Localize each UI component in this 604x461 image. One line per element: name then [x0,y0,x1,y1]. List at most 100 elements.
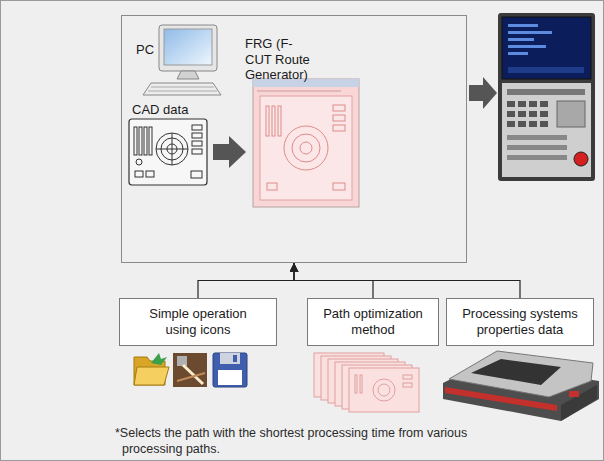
laser-icon [177,356,187,366]
save-icon [213,353,247,387]
cnc-controller [557,101,585,127]
software-screenshot [278,106,281,136]
cad-panel-drawing [129,119,207,185]
cnc-controller [508,52,528,55]
cnc-controller [529,111,537,117]
software-screenshot [260,96,352,200]
save-icon [218,370,242,385]
pc-icon [148,91,217,92]
input-box: Path optimization method [307,298,439,346]
text-holder: PC [136,42,160,58]
cad-panel-drawing [129,119,207,185]
cad-panel-drawing [192,125,202,130]
cad-panel-drawing [191,171,202,178]
box-label: Path optimization method [315,306,431,337]
pc-icon [164,29,212,65]
route-sheets [355,375,357,393]
software-screenshot [257,91,341,92]
cad-panel-drawing [146,171,154,177]
software-screenshot [272,106,275,136]
laser-machine [443,351,599,421]
flow-arrow [213,136,246,168]
cnc-controller [507,121,515,127]
software-screenshot [253,79,359,207]
software-screenshot [333,105,345,111]
connector [198,263,294,298]
cnc-controller [529,101,537,107]
cnc-controller [518,111,526,117]
pc-icon [177,71,199,79]
cnc-controller [540,111,548,117]
cnc-controller [507,145,567,150]
cnc-controller [507,101,515,107]
software-screenshot [292,134,320,162]
cad-panel-drawing [139,127,142,155]
component-label: FRG (F-CUT Route Generator) [245,36,350,83]
input-box: Simple operation using icons [119,298,277,346]
laser-machine [445,387,557,411]
folder-icon [151,353,167,365]
software-screenshot [300,142,312,154]
cnc-controller [502,17,591,79]
cad-panel-drawing [172,133,173,165]
save-icon [213,353,247,387]
cnc-controller [529,121,537,127]
folder-icon [134,353,169,385]
cnc-controller [508,45,546,48]
software-screenshot [253,79,359,207]
laser-icon [173,353,207,387]
software-screenshot [284,126,328,170]
footnote: *Selects the path with the shortest proc… [115,425,487,457]
cnc-controller [518,101,526,107]
cnc-controller [540,101,548,107]
cad-panel-drawing [156,133,188,165]
input-box: Processing systems properties data [446,298,594,346]
cnc-controller [508,24,538,27]
cad-panel-drawing [136,159,142,165]
cnc-controller [507,155,567,160]
pc-icon [143,25,221,95]
component-label: PC [136,42,160,58]
route-sheets [349,368,419,412]
cnc-controller [508,67,584,73]
cad-panel-drawing [144,127,147,155]
cnc-controller [540,121,548,127]
cad-panel-drawing [135,171,143,177]
cad-panel-drawing [192,133,202,138]
flow-arrow [469,77,497,109]
save-icon [233,355,237,362]
route-sheets [314,353,419,412]
cad-panel-drawing [134,127,137,155]
laser-machine [471,359,561,385]
cnc-controller [508,38,534,41]
software-screenshot [333,125,345,131]
cnc-controller [518,121,526,127]
route-sheets [378,384,390,396]
software-screenshot [333,115,345,121]
box-label: Processing systems properties data [456,306,584,337]
box-label: Simple operation using icons [142,306,254,337]
cnc-controller [508,31,552,34]
laser-machine [569,391,579,397]
software-screenshot [333,183,345,190]
wrap-spacer [300,36,350,37]
route-sheets [403,383,412,387]
cnc-controller [574,152,588,166]
text-holder: FRG (F-CUT Route Generator) [245,36,350,83]
cad-panel-drawing [192,149,202,154]
software-screenshot [266,106,269,136]
route-sheets [360,375,362,393]
pc-icon [143,83,221,95]
laser-icon [173,353,207,387]
cad-panel-drawing [192,141,202,146]
cnc-controller [498,13,595,181]
cnc-controller [507,89,585,95]
laser-machine [449,351,593,397]
connector [294,263,520,298]
save-icon [220,353,240,364]
cnc-controller [507,135,567,140]
software-screenshot [267,183,277,190]
component-label: CAD data [132,102,204,118]
